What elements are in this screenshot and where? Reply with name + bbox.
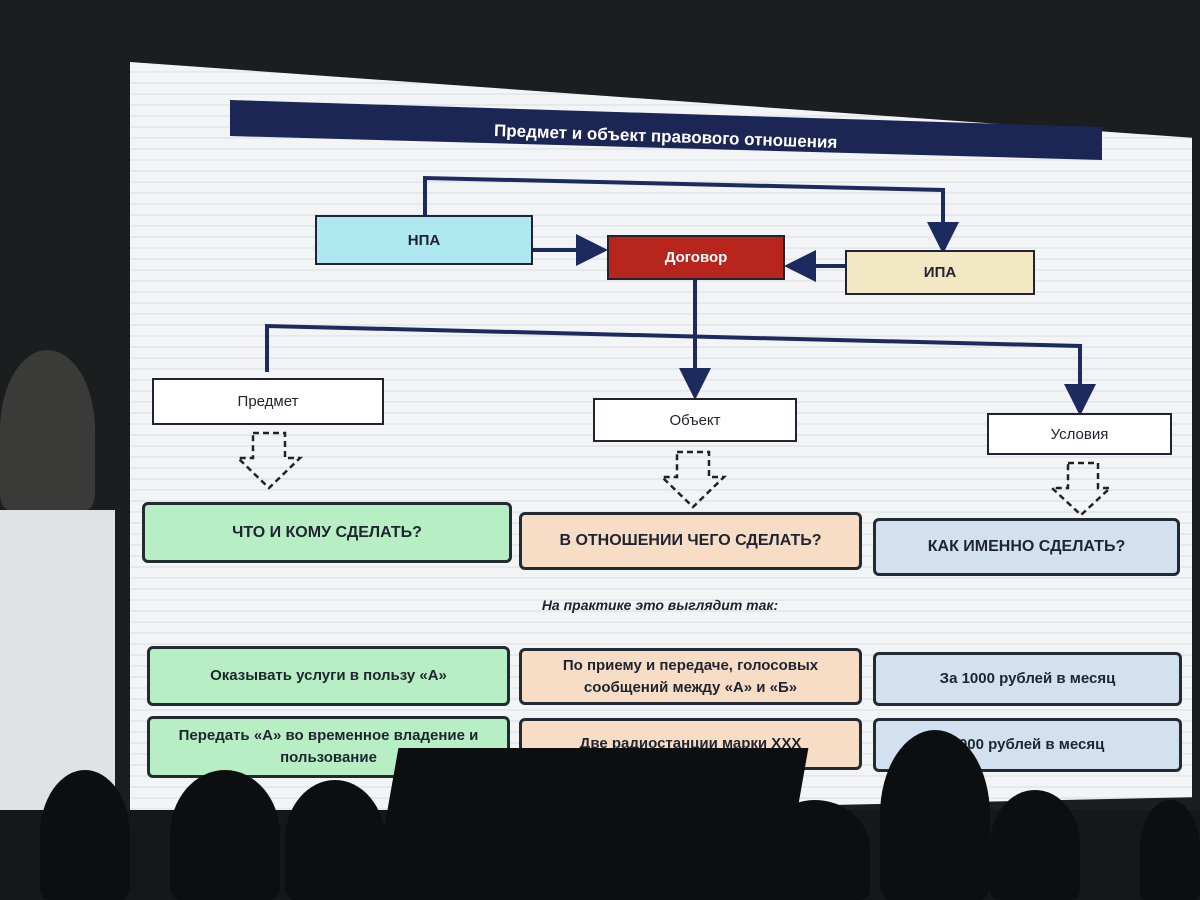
podium [0,510,115,810]
example-1-subject: Оказывать услуги в пользу «А» [147,646,510,706]
conditions-box: Условия [987,413,1172,455]
practice-label: На практике это выглядит так: [541,597,779,613]
subject-box: Предмет [152,378,384,425]
example-1-conditions: За 1000 рублей в месяц [873,652,1182,706]
example-1-object: По приему и передаче, голосовых сообщени… [519,648,862,705]
subject-question: ЧТО И КОМУ СДЕЛАТЬ? [142,502,512,563]
object-box: Объект [593,398,797,442]
conditions-question: КАК ИМЕННО СДЕЛАТЬ? [873,518,1180,576]
object-question: В ОТНОШЕНИИ ЧЕГО СДЕЛАТЬ? [519,512,862,570]
dashed-arrows [234,431,1114,517]
ipa-box: ИПА [845,250,1035,295]
npa-box: НПА [315,215,533,265]
contract-box: Договор [607,235,785,280]
